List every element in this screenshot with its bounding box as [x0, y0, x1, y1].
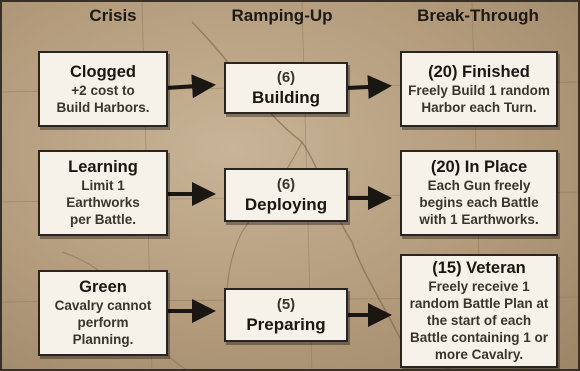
crisis-desc-line: +2 cost to — [71, 82, 135, 98]
crisis-desc-line: Earthworks — [66, 195, 140, 210]
breakthrough-desc-line: Harbor each Turn. — [421, 99, 537, 115]
header-ramping-up: Ramping-Up — [231, 6, 333, 25]
crisis-title: Learning — [68, 158, 138, 176]
crisis-desc-line: per Battle. — [69, 212, 137, 227]
crisis-desc-line: Planning. — [72, 332, 134, 347]
ramping-title: Preparing — [246, 314, 326, 334]
breakthrough-desc-line: begins each Battle — [419, 195, 539, 210]
ramping-box-building: (6) Building — [224, 62, 348, 114]
breakthrough-title: (20) Finished — [428, 62, 530, 81]
crisis-desc-line: Build Harbors. — [56, 99, 150, 115]
crisis-box-clogged: Clogged +2 cost to Build Harbors. — [38, 51, 168, 127]
ramping-title: Deploying — [244, 194, 328, 214]
breakthrough-desc-line: Freely Build 1 random — [408, 82, 550, 98]
ramping-title: Building — [252, 87, 320, 107]
breakthrough-box-finished: (20) Finished Freely Build 1 random Harb… — [400, 51, 558, 127]
ramping-cost: (6) — [276, 68, 296, 86]
crisis-box-learning: Learning Limit 1 Earthworks per Battle. — [38, 150, 168, 236]
ramping-box-preparing: (5) Preparing — [224, 288, 348, 342]
breakthrough-desc-line: with 1 Earthworks. — [419, 212, 539, 227]
header-break-through: Break-Through — [417, 6, 539, 25]
ramping-box-deploying: (6) Deploying — [224, 168, 348, 222]
crisis-title: Clogged — [70, 62, 136, 81]
breakthrough-desc-line: Each Gun freely — [427, 178, 531, 193]
breakthrough-box-in-place: (20) In Place Each Gun freely begins eac… — [400, 150, 558, 236]
breakthrough-desc-line: random Battle Plan at — [409, 296, 549, 311]
breakthrough-title: (20) In Place — [430, 158, 528, 176]
crisis-desc-line: Cavalry cannot — [54, 298, 152, 313]
crisis-desc-line: perform — [77, 315, 129, 330]
header-crisis: Crisis — [89, 6, 137, 25]
crisis-title: Green — [79, 278, 127, 296]
crisis-desc-line: Limit 1 — [81, 178, 125, 193]
breakthrough-desc-line: more Cavalry. — [434, 347, 524, 362]
breakthrough-box-veteran: (15) Veteran Freely receive 1 random Bat… — [400, 254, 558, 368]
breakthrough-desc-line: Freely receive 1 — [428, 279, 530, 294]
breakthrough-desc-line: the start of each — [426, 313, 532, 328]
breakthrough-desc-line: Battle containing 1 or — [409, 330, 548, 345]
ramping-cost: (6) — [276, 175, 296, 193]
ramping-cost: (5) — [276, 295, 296, 313]
breakthrough-title: (15) Veteran — [432, 259, 526, 277]
crisis-box-green: Green Cavalry cannot perform Planning. — [38, 270, 168, 356]
